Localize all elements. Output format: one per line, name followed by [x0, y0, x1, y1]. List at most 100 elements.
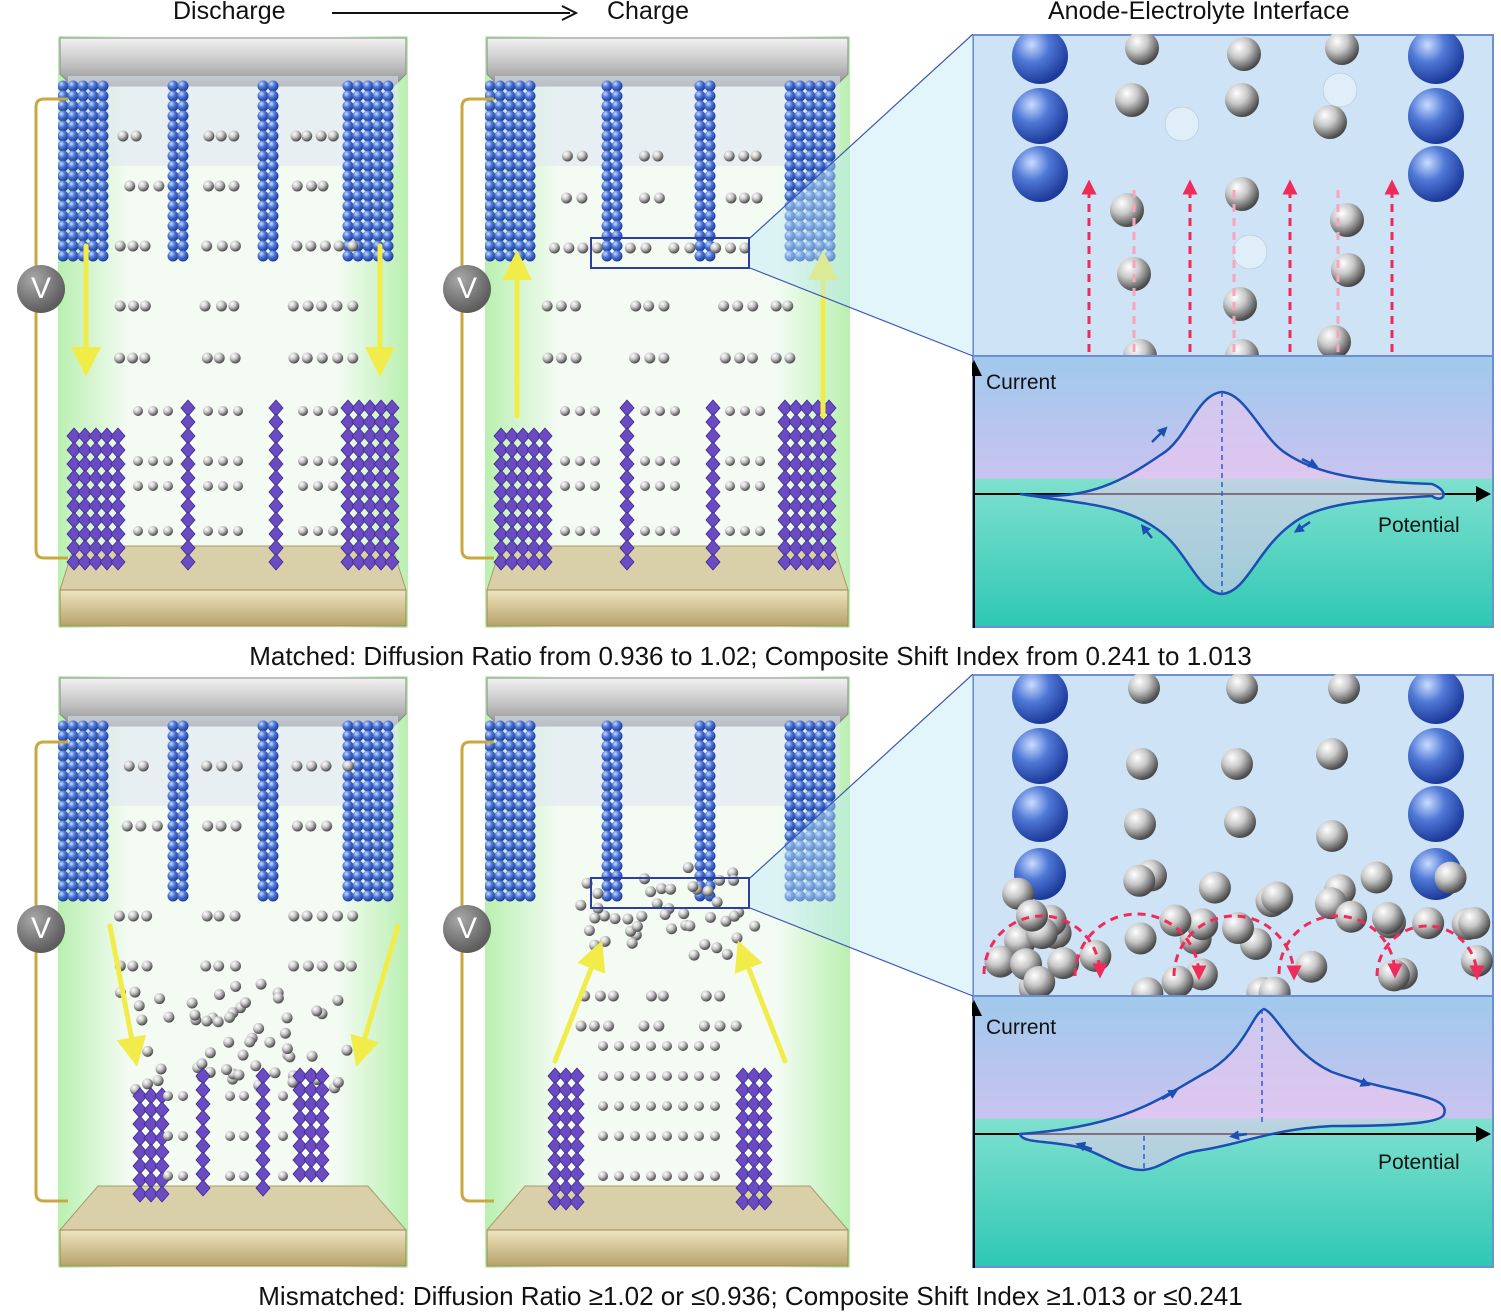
- anode-atom: [494, 170, 506, 182]
- anode-atom: [601, 720, 613, 732]
- anode-atom: [504, 220, 516, 232]
- anode-atom: [382, 750, 394, 762]
- anode-atom: [824, 790, 836, 802]
- anode-atom: [611, 760, 623, 772]
- anode-atom: [352, 210, 364, 222]
- anode-atom: [362, 240, 374, 252]
- plated-ion: [1371, 901, 1404, 934]
- anode-atom: [694, 240, 706, 252]
- scan-direction-arrow: [1140, 524, 1153, 539]
- anode-atom: [87, 890, 99, 902]
- lithium-ion: [656, 883, 668, 895]
- lithium-ion: [139, 300, 151, 312]
- anode-atom: [494, 130, 506, 142]
- intercalated-ion: [163, 526, 173, 536]
- anode-atom: [58, 240, 69, 252]
- anode-atom: [784, 170, 796, 182]
- anode-atom: [601, 810, 613, 822]
- lithium-ion: [250, 1060, 262, 1072]
- anode-atom: [352, 120, 364, 132]
- anode-atom: [87, 780, 99, 792]
- lithium-ion: [629, 352, 641, 364]
- intercalated-ion: [313, 406, 323, 416]
- anode-atom: [804, 730, 816, 742]
- anode-atom: [485, 840, 496, 852]
- scan-direction-arrow: [1353, 1077, 1371, 1087]
- anode-atom: [167, 770, 179, 782]
- anode-atom: [514, 890, 526, 902]
- intercalated-ion: [614, 1171, 624, 1181]
- anode-atom: [694, 830, 706, 842]
- anode-atom: [77, 750, 89, 762]
- lithium-ion: [317, 180, 329, 192]
- anode-atom: [257, 80, 269, 92]
- lithium-ion: [229, 910, 241, 922]
- anode-atom: [601, 790, 613, 802]
- anode-atom: [352, 230, 364, 242]
- anode-atom: [267, 830, 279, 842]
- lithium-ion: [306, 1050, 318, 1062]
- lithium-ion: [342, 760, 354, 772]
- lithium-ion: [1221, 748, 1253, 780]
- anode-atom: [814, 190, 826, 202]
- anode-atom: [824, 130, 836, 142]
- anode-atom: [704, 790, 716, 802]
- lithium-ion: [121, 820, 133, 832]
- plated-ion: [1295, 950, 1328, 983]
- lithium-ion: [142, 1045, 154, 1057]
- anode-atom: [67, 110, 79, 122]
- anode-atom: [804, 200, 816, 212]
- anode-atom: [58, 850, 69, 862]
- lithium-ion: [653, 192, 665, 204]
- lithium-ion: [711, 896, 723, 908]
- anode-atom: [601, 170, 613, 182]
- anode-atom: [342, 780, 354, 792]
- anode-atom: [804, 880, 816, 892]
- intercalated-ion: [725, 526, 735, 536]
- anode-atom: [514, 790, 526, 802]
- cathode-octahedron: [493, 553, 509, 571]
- intercalated-ion: [590, 406, 600, 416]
- anode-atom: [257, 200, 269, 212]
- anode-atom: [267, 100, 279, 112]
- anode-atom: [794, 90, 806, 102]
- intercalated-ion: [148, 481, 158, 491]
- anode-atom: [485, 80, 496, 92]
- lithium-ion: [591, 242, 603, 254]
- anode-atom: [485, 250, 496, 262]
- anode-atom: [267, 730, 279, 742]
- anode-atom: [804, 240, 816, 252]
- anode-atom: [814, 860, 826, 872]
- lithium-ion: [130, 130, 142, 142]
- anode-atom: [804, 720, 816, 732]
- lithium-ion: [1331, 253, 1365, 287]
- anode-atom: [784, 80, 796, 92]
- lithium-ion: [230, 980, 242, 992]
- anode-atom: [97, 160, 109, 172]
- anode-atom: [494, 870, 506, 882]
- anode-atom: [97, 880, 109, 892]
- anode-atom: [257, 890, 269, 902]
- intercalated-ion: [710, 1041, 720, 1051]
- anode-atom: [514, 880, 526, 892]
- anode-atom: [382, 220, 394, 232]
- lithium-ion: [153, 180, 165, 192]
- anode-atom: [1012, 674, 1068, 724]
- anode-atom: [362, 120, 374, 132]
- anode-atom: [814, 800, 826, 812]
- anode-atom: [267, 820, 279, 832]
- anode-atom: [97, 780, 109, 792]
- intercalated-ion: [670, 456, 680, 466]
- intercalated-ion: [678, 1041, 688, 1051]
- anode-atom: [352, 720, 364, 732]
- anode-atom: [77, 860, 89, 872]
- anode-atom: [382, 150, 394, 162]
- lithium-ion: [688, 949, 700, 961]
- anode-atom: [372, 140, 384, 152]
- intercalated-ion: [710, 1101, 720, 1111]
- lithium-ion: [699, 938, 711, 950]
- anode-atom: [58, 230, 69, 242]
- anode-atom: [494, 810, 506, 822]
- anode-atom: [601, 150, 613, 162]
- lithium-ion: [598, 910, 610, 922]
